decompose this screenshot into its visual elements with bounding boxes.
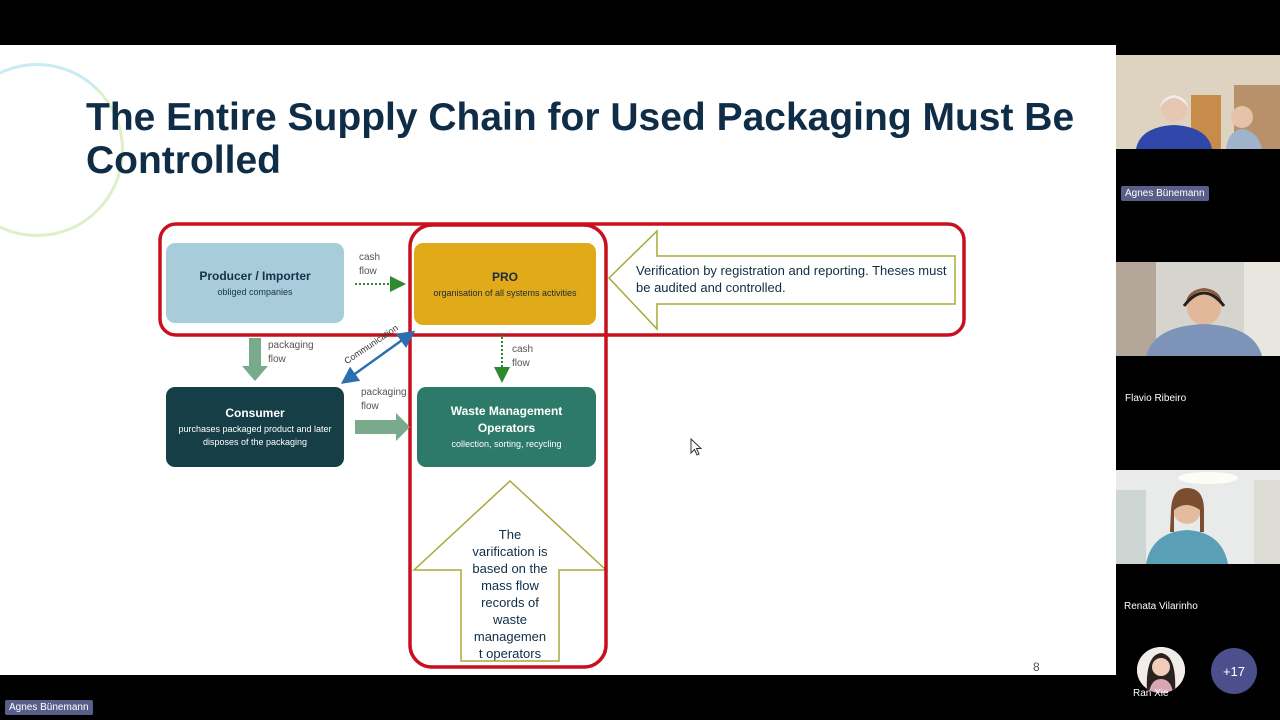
participant-name-renata: Renata Vilarinho bbox=[1124, 601, 1198, 612]
bottom-callout-text: The varification is based on the mass fl… bbox=[472, 527, 548, 661]
presentation-slide: The Entire Supply Chain for Used Packagi… bbox=[0, 45, 1116, 675]
consumer-box: Consumer purchases packaged product and … bbox=[166, 387, 344, 467]
participant-name-agnes: Agnes Bünemann bbox=[1121, 186, 1209, 201]
pro-box: PRO organisation of all systems activiti… bbox=[414, 243, 596, 325]
video-feed-image bbox=[1116, 262, 1280, 356]
producer-subtitle: obliged companies bbox=[217, 286, 293, 297]
participant-name-flavio: Flavio Ribeiro bbox=[1125, 393, 1187, 404]
cash-flow-label-top: cash flow bbox=[359, 252, 381, 277]
producer-importer-box: Producer / Importer obliged companies bbox=[166, 243, 344, 323]
packaging-flow-label-mid: packaging flow bbox=[361, 387, 407, 412]
consumer-title: Consumer bbox=[225, 406, 285, 420]
right-callout-arrow bbox=[607, 229, 956, 331]
waste-title: Waste Management Operators bbox=[450, 404, 563, 435]
producer-title: Producer / Importer bbox=[199, 268, 311, 283]
pro-subtitle: organisation of all systems activities bbox=[433, 287, 577, 298]
supply-chain-diagram bbox=[158, 222, 966, 669]
right-callout-text: Verification by registration and reporti… bbox=[636, 263, 947, 295]
participant-avatar-ran-xie[interactable] bbox=[1137, 647, 1185, 693]
bottom-callout-arrow bbox=[412, 479, 608, 662]
video-feed-image bbox=[1116, 55, 1280, 149]
communication-arrow bbox=[340, 330, 416, 384]
avatar-image bbox=[1137, 647, 1185, 693]
waste-subtitle: collection, sorting, recycling bbox=[451, 439, 562, 449]
cash-flow-label-mid: cash flow bbox=[512, 344, 534, 369]
packaging-flow-arrow-down bbox=[242, 338, 268, 381]
participant-video-renata[interactable] bbox=[1116, 470, 1280, 564]
waste-management-box: Waste Management Operators collection, s… bbox=[417, 387, 596, 467]
consumer-subtitle: purchases packaged product and later dis… bbox=[178, 424, 332, 447]
video-feed-image bbox=[1116, 470, 1280, 564]
participant-video-flavio[interactable] bbox=[1116, 262, 1280, 356]
active-speaker-badge: Agnes Bünemann bbox=[5, 700, 93, 715]
pro-title: PRO bbox=[491, 269, 518, 284]
vertical-red-outline bbox=[408, 223, 608, 669]
packaging-flow-arrow-right bbox=[355, 413, 410, 441]
mouse-cursor-icon bbox=[690, 438, 703, 456]
slide-page-number: 8 bbox=[1033, 660, 1040, 674]
slide-title: The Entire Supply Chain for Used Packagi… bbox=[86, 96, 1075, 182]
more-participants-button[interactable]: +17 bbox=[1211, 648, 1257, 694]
participant-name-ran-xie: Ran Xie bbox=[1133, 688, 1169, 699]
participant-video-agnes[interactable] bbox=[1116, 55, 1280, 149]
packaging-flow-label-left: packaging flow bbox=[268, 340, 314, 365]
